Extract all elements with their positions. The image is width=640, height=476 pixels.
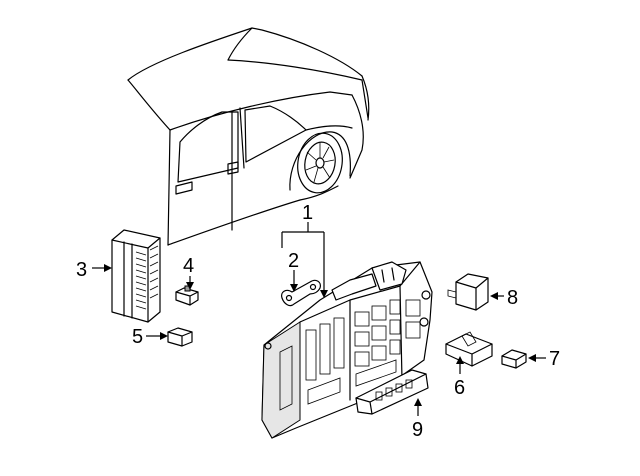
callout-3: 3 xyxy=(76,259,87,281)
part-7-mini-fuse xyxy=(501,349,527,369)
callout-7: 7 xyxy=(549,348,560,370)
part-2-bracket xyxy=(281,279,321,307)
car-body-outline xyxy=(127,27,370,246)
part-3-fuse-block xyxy=(111,229,161,323)
callout-6: 6 xyxy=(454,377,465,399)
callout-9: 9 xyxy=(412,419,423,441)
part-6-holder xyxy=(445,331,493,367)
callout-5: 5 xyxy=(132,326,143,348)
part-4-mini-fuse xyxy=(175,285,199,306)
part-5-mini-fuse xyxy=(167,327,193,347)
callout-labels: 1 2 3 4 5 6 7 8 9 xyxy=(76,202,560,441)
part-8-relay xyxy=(447,273,489,311)
leader-lines xyxy=(92,222,546,416)
callout-8: 8 xyxy=(507,287,518,309)
part-1-control-module xyxy=(261,261,433,439)
part-9-fuse-strip xyxy=(355,369,429,415)
callout-1: 1 xyxy=(302,202,313,224)
callout-2: 2 xyxy=(288,250,299,272)
callout-4: 4 xyxy=(183,255,194,277)
